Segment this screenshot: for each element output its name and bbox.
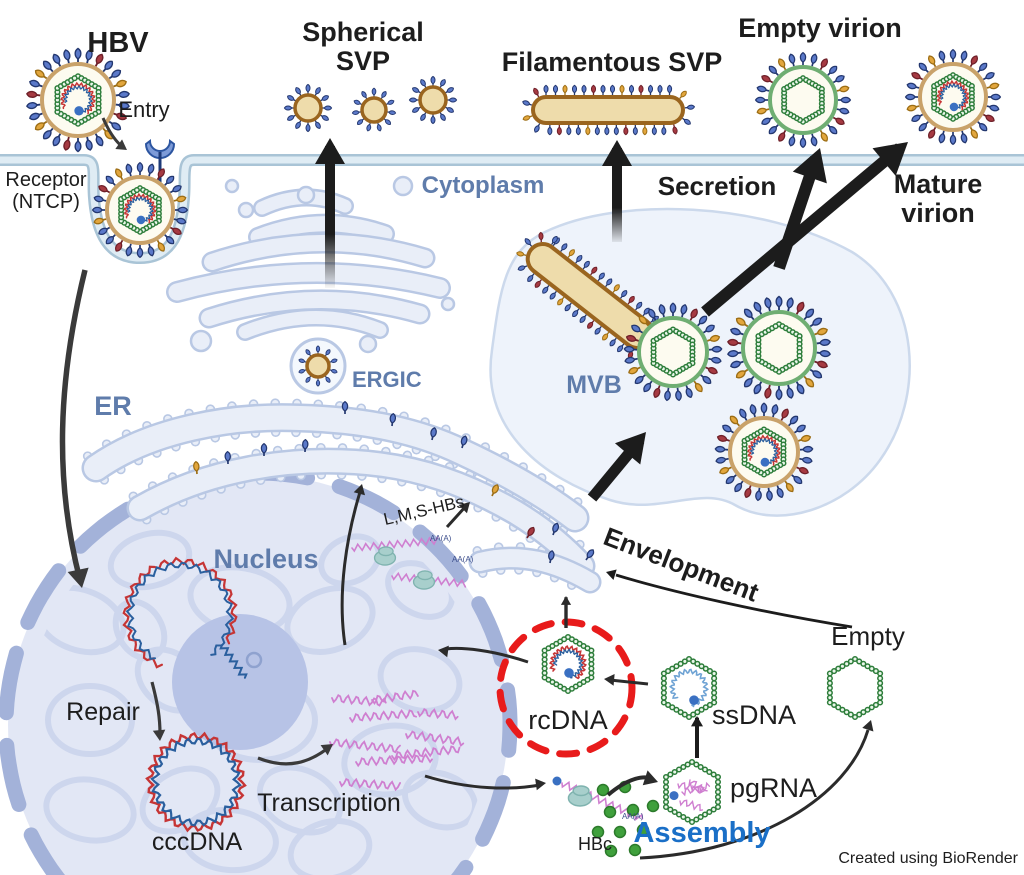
endoplasmic-reticulum [81, 398, 602, 594]
assembly-label: Assembly [633, 817, 771, 849]
capsid-pgrna [662, 758, 722, 826]
virion-mature [26, 47, 130, 153]
pgrna-translation [552, 776, 660, 858]
filamentous-svp-label: Filamentous SVP [501, 47, 723, 77]
ergic-label: ERGIC [352, 367, 422, 392]
cytoplasm-label: Cytoplasm [421, 172, 545, 199]
ssdna-label: ssDNA [712, 700, 797, 730]
receptor-ntcp-label: Receptor (NTCP) [5, 169, 87, 213]
filamentous-svp [522, 84, 696, 136]
hbv-label: HBV [87, 27, 149, 59]
spherical-svp [283, 83, 333, 133]
spherical-svp-label: Spherical SVP [302, 17, 424, 77]
ntcp-receptor [144, 139, 176, 184]
pgrna-label: pgRNA [730, 773, 818, 803]
hbc-label: HBc [577, 834, 613, 854]
capsid-stages [496, 618, 884, 826]
lms-hbs-translation [351, 536, 467, 590]
virion-empty [727, 295, 831, 401]
rcdna-in-nucleus [122, 556, 248, 679]
empty-capsid-label: Empty [831, 621, 905, 651]
extracellular [26, 47, 1002, 259]
repair-label: Repair [66, 698, 140, 726]
capsid-empty [826, 655, 884, 721]
capsid-ssdna [660, 655, 718, 721]
multivesicular-body [489, 207, 911, 517]
entry-label: Entry [118, 97, 170, 122]
rcdna-label: rcDNA [528, 705, 608, 735]
cccdna-molecule [145, 731, 247, 833]
mvb-label: MVB [566, 371, 622, 399]
virion-empty [754, 51, 852, 149]
secretion-label: Secretion [657, 171, 777, 201]
empty-virion-label: Empty virion [738, 13, 902, 43]
polya-label-3: AA(A) [622, 812, 644, 821]
polya-label-1: AA(A) [430, 534, 452, 543]
cccdna-label: cccDNA [151, 828, 243, 856]
ribosome [373, 546, 397, 566]
biorender-credit: Created using BioRender [838, 850, 1018, 867]
virion-empty [623, 302, 723, 402]
golgi-apparatus [166, 175, 456, 354]
polya-label-2: AA(A) [452, 555, 474, 564]
virion-mature [91, 161, 189, 259]
virion-mature [904, 48, 1002, 146]
er-label: ER [94, 391, 132, 421]
ribosome [412, 570, 436, 590]
nuclear-transcripts [329, 689, 465, 792]
transcription-label: Transcription [257, 789, 401, 817]
nucleus [0, 465, 518, 875]
capsid-rcdna [541, 633, 595, 695]
spherical-svp [408, 75, 458, 125]
spherical-svp [351, 87, 397, 132]
nucleus-label: Nucleus [213, 544, 319, 574]
arrows [59, 117, 908, 860]
virion-mature [714, 402, 814, 502]
mature-virion-label: Mature virion [893, 169, 983, 229]
spherical-svp [298, 345, 338, 387]
ergic-vesicle [289, 337, 347, 395]
ribosome [567, 785, 593, 807]
